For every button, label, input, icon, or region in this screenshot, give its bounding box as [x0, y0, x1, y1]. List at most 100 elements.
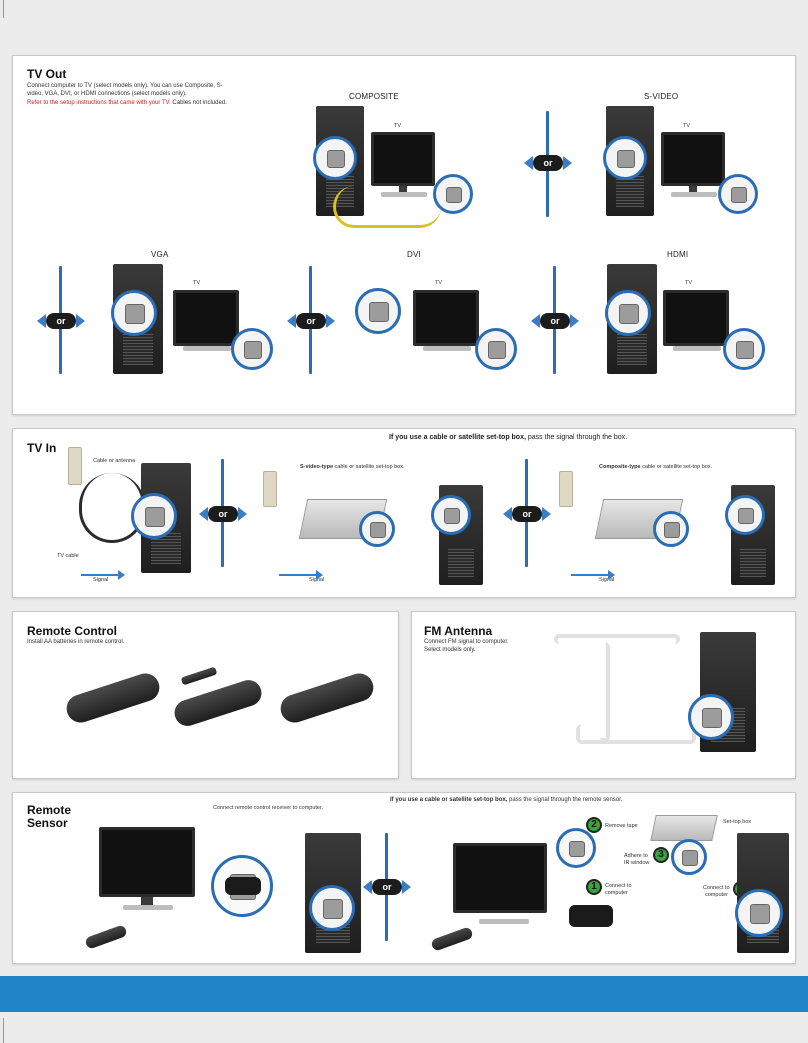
- tv-port-zoom-callout: [723, 328, 765, 370]
- tv-out-title: TV Out: [27, 67, 67, 81]
- signal-label: Signal: [309, 577, 325, 583]
- connect-to-label-1: Connect to: [605, 883, 632, 889]
- port-zoom-callout: [355, 288, 401, 334]
- right-arrow-icon: [326, 314, 335, 328]
- tv-monitor: [663, 290, 729, 346]
- dvi-label: DVI: [407, 250, 421, 259]
- fm-antenna-cable: [576, 724, 696, 744]
- computer-monitor: [99, 827, 195, 897]
- remote-sensor-title-2: Sensor: [27, 816, 68, 830]
- remote-sensor-device: [225, 877, 261, 895]
- or-label: or: [208, 506, 238, 522]
- signal-arrow-icon: [571, 570, 615, 580]
- step-badge-3: 3: [653, 847, 669, 863]
- port-zoom-callout: [725, 495, 765, 535]
- left-arrow-icon: [363, 880, 372, 894]
- or-label: or: [296, 313, 326, 329]
- tv-cable-label: TV cable: [57, 553, 79, 559]
- signal-label: Signal: [599, 577, 615, 583]
- fm-antenna-panel: FM Antenna Connect FM signal to computer…: [411, 611, 796, 779]
- monitor-base: [479, 919, 529, 924]
- remove-tape-label: Remove tape: [605, 823, 638, 829]
- composite-type-label: Composite-type cable or satellite set-to…: [599, 464, 712, 470]
- port-zoom-callout: [131, 493, 177, 539]
- connect-to-label-2: computer: [605, 890, 628, 896]
- ir-window-zoom-callout: [671, 839, 707, 875]
- tape-zoom-callout: [556, 828, 596, 868]
- tv-out-description: Connect computer to TV (select models on…: [27, 83, 223, 97]
- or-label: or: [372, 879, 402, 895]
- fm-antenna: [554, 634, 680, 644]
- tv-port-zoom-callout: [231, 328, 273, 370]
- left-arrow-icon: [531, 314, 540, 328]
- or-label: or: [512, 506, 542, 522]
- remote-sensor-note: If you use a cable or satellite set-top …: [390, 797, 622, 803]
- tv-base: [673, 346, 721, 351]
- remote-sensor-panel: Remote Sensor Connect remote control rec…: [12, 792, 796, 964]
- fm-antenna-title: FM Antenna: [424, 624, 493, 638]
- remote-control: [63, 669, 163, 727]
- battery-cover: [180, 666, 218, 686]
- step-badge-1: 1: [586, 879, 602, 895]
- tv-base: [423, 346, 471, 351]
- tv-in-panel: TV In If you use a cable or satellite se…: [12, 428, 796, 598]
- composite-type-rest: cable or satellite set-top box.: [642, 464, 713, 470]
- signal-arrow-icon: [279, 570, 323, 580]
- port-zoom-callout: [735, 889, 783, 937]
- or-badge: or: [37, 312, 85, 330]
- tv-port-zoom-callout: [475, 328, 517, 370]
- set-top-box: [650, 815, 718, 841]
- connect-to-computer-label-2: computer: [705, 892, 728, 898]
- computer-monitor: [453, 843, 547, 913]
- remote-control: [430, 926, 474, 952]
- port-zoom-callout: [603, 136, 647, 180]
- tv-monitor: [661, 132, 725, 186]
- remote-control-title: Remote Control: [27, 624, 117, 638]
- signal-arrow-icon: [81, 570, 125, 580]
- tv-monitor: [371, 132, 435, 186]
- right-arrow-icon: [238, 507, 247, 521]
- tv-label: TV: [394, 123, 402, 129]
- left-arrow-icon: [37, 314, 46, 328]
- tv-out-panel: TV Out Connect computer to TV (select mo…: [12, 55, 796, 415]
- composite-label: COMPOSITE: [349, 92, 399, 101]
- fm-antenna-desc-2: Select models only.: [424, 647, 476, 653]
- monitor-stand: [141, 897, 153, 907]
- set-top-box-port-callout: [359, 511, 395, 547]
- or-badge: or: [503, 505, 551, 523]
- footer-bar: [0, 976, 808, 1012]
- composite-cable: [333, 186, 441, 228]
- wall-outlet: [559, 471, 573, 507]
- monitor-base: [123, 905, 173, 910]
- right-arrow-icon: [563, 156, 572, 170]
- tv-label: TV: [685, 280, 693, 286]
- or-label: or: [46, 313, 76, 329]
- port-zoom-callout: [313, 136, 357, 180]
- svideo-type-label: S-video-type cable or satellite set-top …: [300, 464, 405, 470]
- remote-sensor-device: [569, 905, 613, 927]
- remote-sensor-title-1: Remote: [27, 803, 72, 817]
- svideo-type-rest: cable or satellite set-top box.: [334, 464, 405, 470]
- wall-outlet: [263, 471, 277, 507]
- sensor-zoom-callout: [211, 855, 273, 917]
- right-arrow-icon: [570, 314, 579, 328]
- set-top-box-label: Set-top box: [723, 819, 752, 825]
- right-arrow-icon: [76, 314, 85, 328]
- adhere-label-2: IR window: [624, 860, 650, 866]
- tv-monitor: [173, 290, 239, 346]
- tv-stand: [689, 186, 697, 192]
- or-badge: or: [524, 154, 572, 172]
- tv-in-note-bold: If you use a cable or satellite set-top …: [389, 434, 526, 441]
- tv-base: [183, 346, 231, 351]
- right-arrow-icon: [542, 507, 551, 521]
- tv-label: TV: [435, 280, 443, 286]
- svideo-label: S-VIDEO: [644, 92, 679, 101]
- connect-to-computer-label-1: Connect to: [703, 885, 730, 891]
- remote-sensor-connect: Connect remote control receiver to compu…: [213, 805, 324, 811]
- tv-out-note: Refer to the setup instructions that cam…: [27, 99, 267, 107]
- remote-control-panel: Remote Control Install AA batteries in r…: [12, 611, 399, 779]
- tv-in-note-rest: pass the signal through the box.: [527, 434, 628, 441]
- port-zoom-callout: [111, 290, 157, 336]
- port-zoom-callout: [309, 885, 355, 931]
- remote-control-description: Install AA batteries in remote control.: [27, 639, 125, 645]
